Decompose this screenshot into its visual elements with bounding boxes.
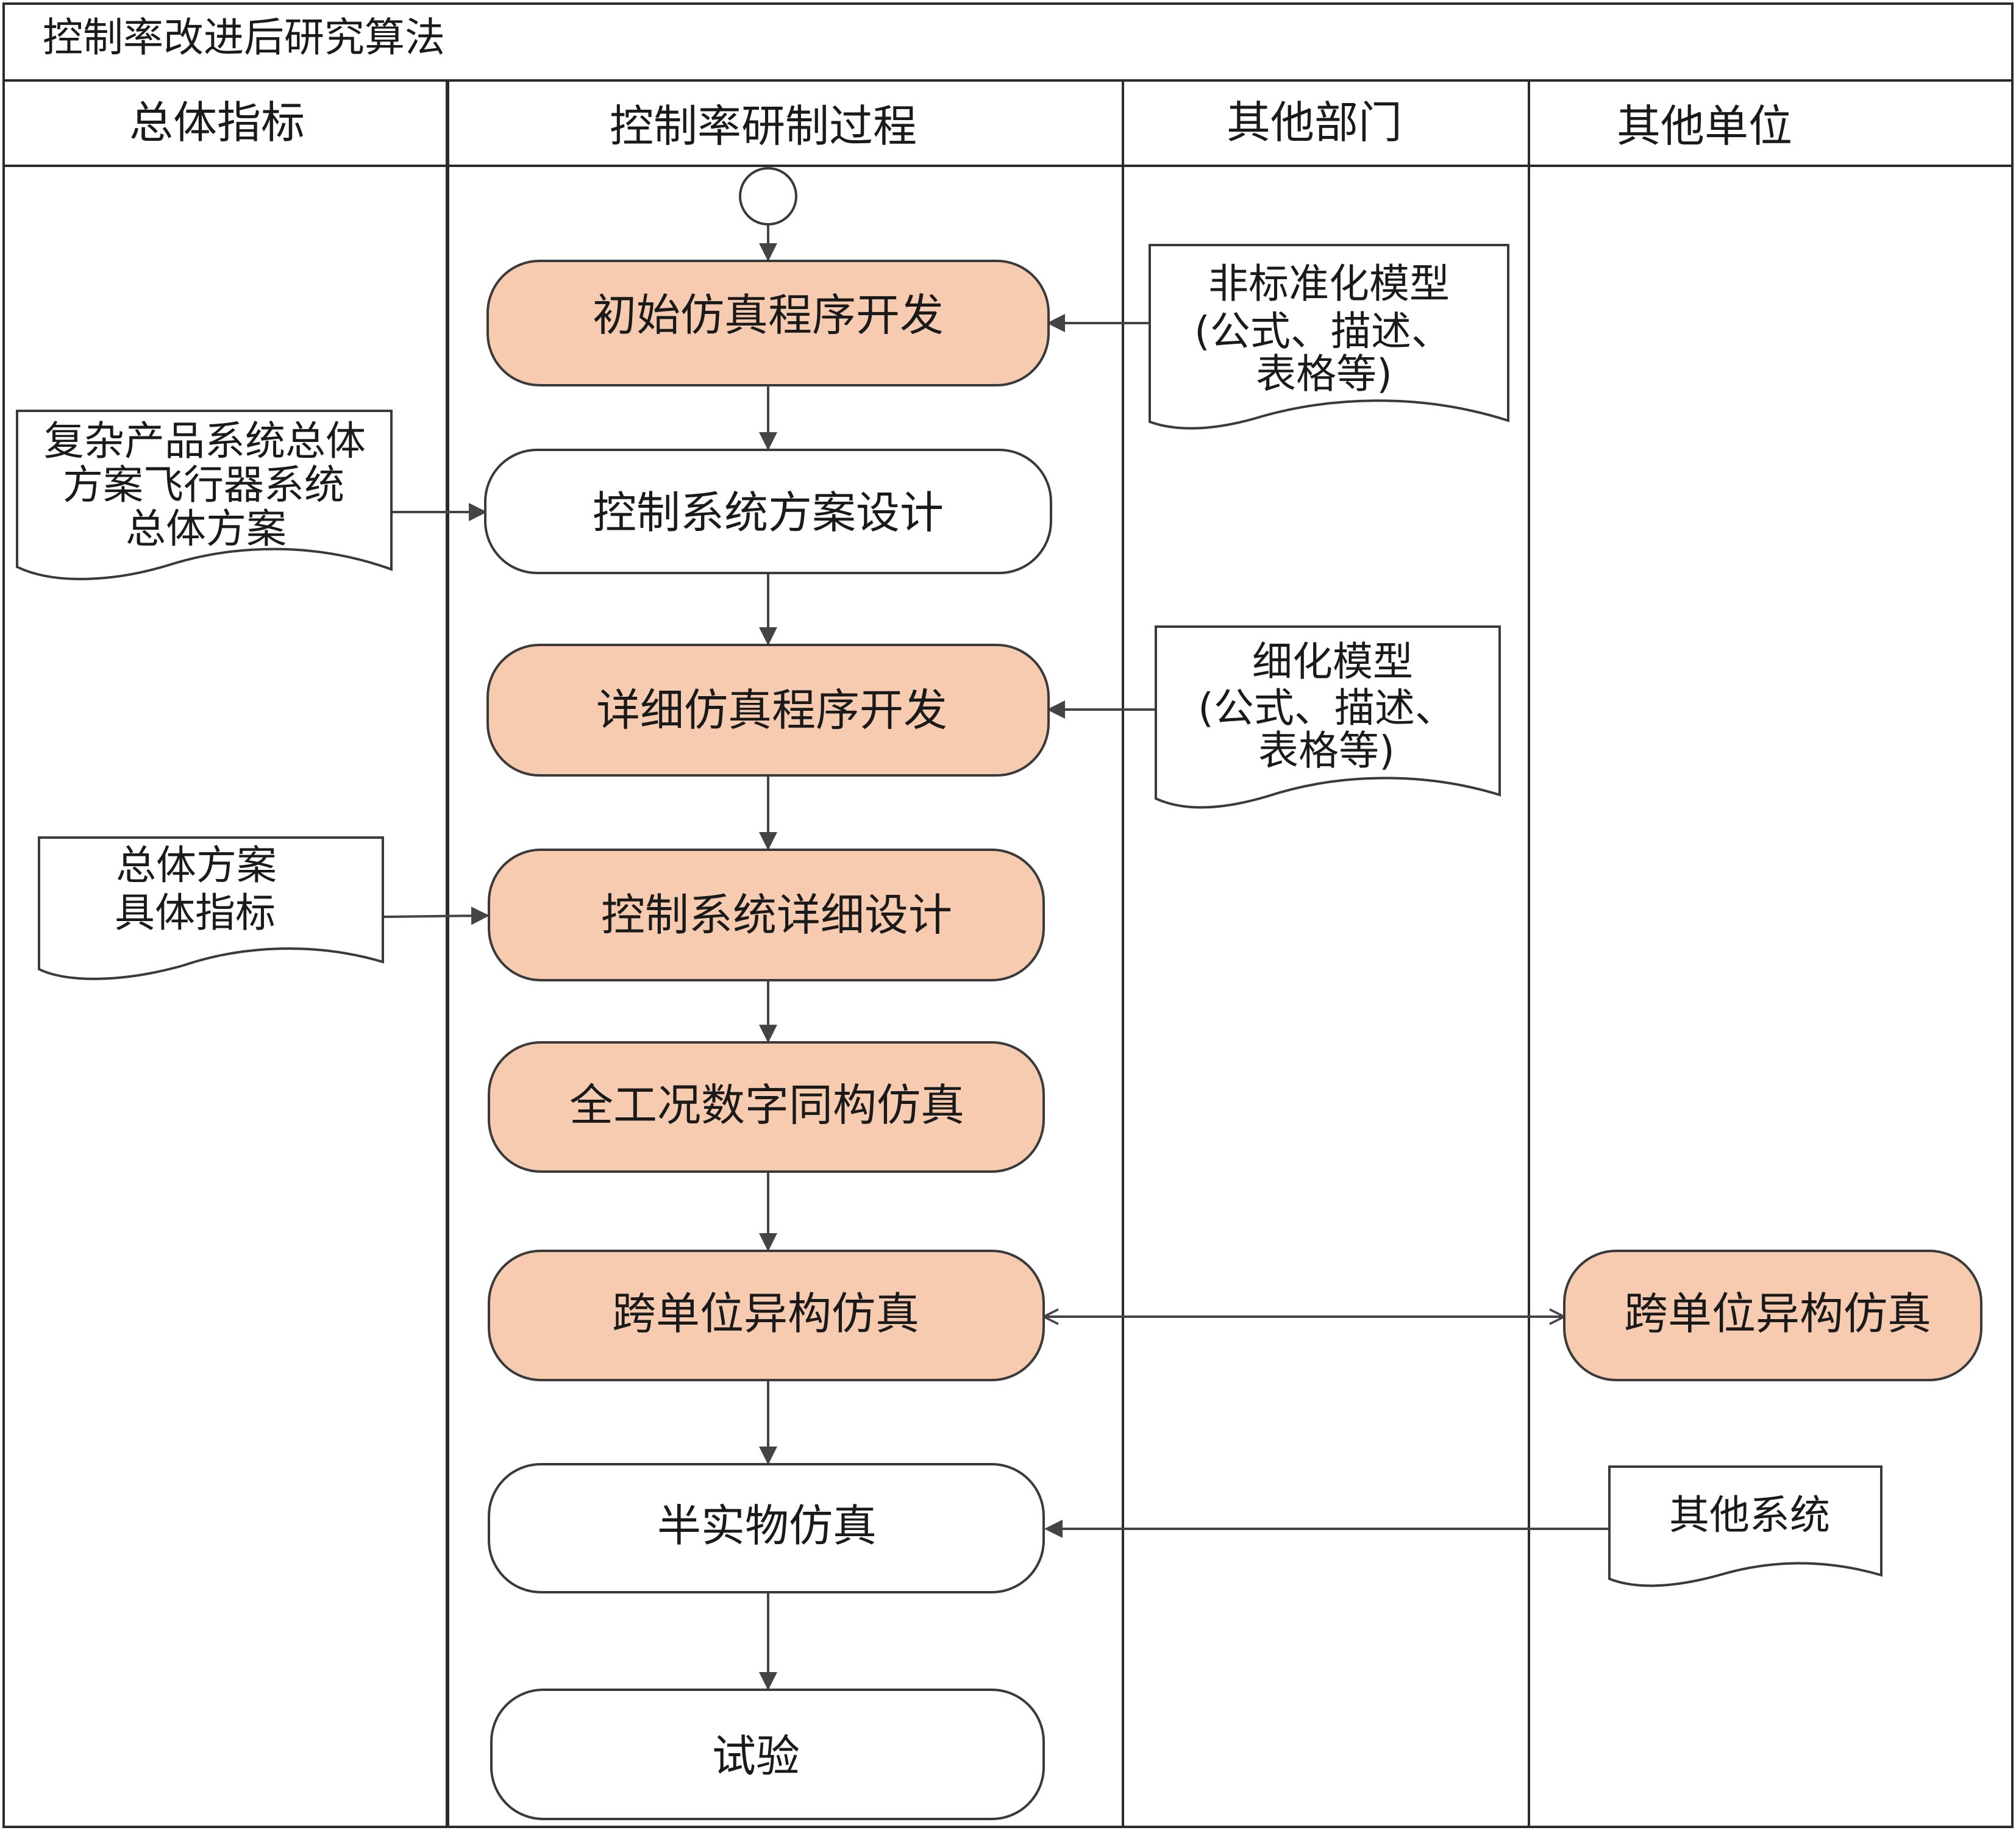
node-hardware-in-loop-sim — [488, 1463, 1045, 1593]
doc-scheme-specs-line-2: 具体指标 — [115, 889, 276, 936]
start-node — [739, 167, 797, 226]
doc-refined-model-line-3: 表格等) — [1258, 727, 1395, 774]
doc-refined-model-line-1: 细化模型 — [1252, 638, 1413, 685]
lane-header-overall: 总体指标 — [129, 97, 305, 148]
node-cross-unit-hetero-sim-other-label: 跨单位异构仿真 — [1624, 1288, 1931, 1339]
doc-non-standard-model — [1149, 244, 1509, 430]
doc-overall-scheme-line-1: 复杂产品系统总体 — [44, 418, 366, 464]
doc-refined-model-line-2: (公式、描述、 — [1198, 685, 1455, 731]
node-cross-unit-hetero-sim-label: 跨单位异构仿真 — [612, 1288, 919, 1339]
diagram-title: 控制率改进后研究算法 — [43, 14, 445, 61]
documents: 非标准化模型 (公式、描述、 表格等) 复杂产品系统总体 方案飞行器系统 总体方… — [16, 244, 1882, 1587]
arrow-d4-n4 — [383, 906, 490, 925]
node-initial-sim-dev-label: 初始仿真程序开发 — [593, 290, 944, 341]
doc-refined-model — [1155, 625, 1501, 809]
node-hardware-in-loop-sim-label: 半实物仿真 — [657, 1500, 877, 1551]
doc-overall-scheme-line-3: 总体方案 — [126, 505, 287, 552]
lane-header-process: 控制率研制过程 — [610, 101, 917, 152]
node-cross-unit-hetero-sim — [488, 1250, 1045, 1381]
process-nodes: 初始仿真程序开发 控制系统方案设计 详细仿真程序开发 控制系统详细设计 全工况数… — [484, 260, 1982, 1820]
node-control-scheme-design-label: 控制系统方案设计 — [593, 487, 944, 538]
doc-other-systems-line-1: 其他系统 — [1669, 1492, 1830, 1539]
node-control-detailed-design — [488, 849, 1045, 981]
doc-scheme-specs — [38, 836, 384, 980]
lane-header-unit: 其他单位 — [1617, 101, 1792, 152]
doc-non-standard-model-line-1: 非标准化模型 — [1208, 260, 1450, 307]
flow-arrows-horizontal — [383, 314, 1609, 1538]
doc-overall-scheme-line-2: 方案飞行器系统 — [63, 461, 344, 508]
doc-non-standard-model-line-2: (公式、描述、 — [1194, 308, 1451, 355]
node-cross-unit-hetero-sim-other — [1563, 1250, 1982, 1381]
node-test-label: 试验 — [712, 1731, 800, 1782]
node-digital-homo-sim — [488, 1041, 1045, 1173]
node-control-detailed-design-label: 控制系统详细设计 — [601, 889, 952, 941]
doc-non-standard-model-line-3: 表格等) — [1256, 351, 1392, 397]
node-initial-sim-dev — [486, 260, 1050, 386]
node-detailed-sim-dev — [486, 644, 1050, 777]
doc-other-systems — [1608, 1465, 1882, 1587]
node-detailed-sim-dev-label: 详细仿真程序开发 — [596, 685, 947, 736]
node-digital-homo-sim-label: 全工况数字同构仿真 — [569, 1080, 964, 1131]
doc-overall-scheme — [16, 410, 393, 580]
doc-scheme-specs-line-1: 总体方案 — [116, 842, 277, 889]
node-test — [490, 1689, 1045, 1820]
node-control-scheme-design — [484, 449, 1052, 574]
lane-header-dept: 其他部门 — [1227, 97, 1402, 148]
